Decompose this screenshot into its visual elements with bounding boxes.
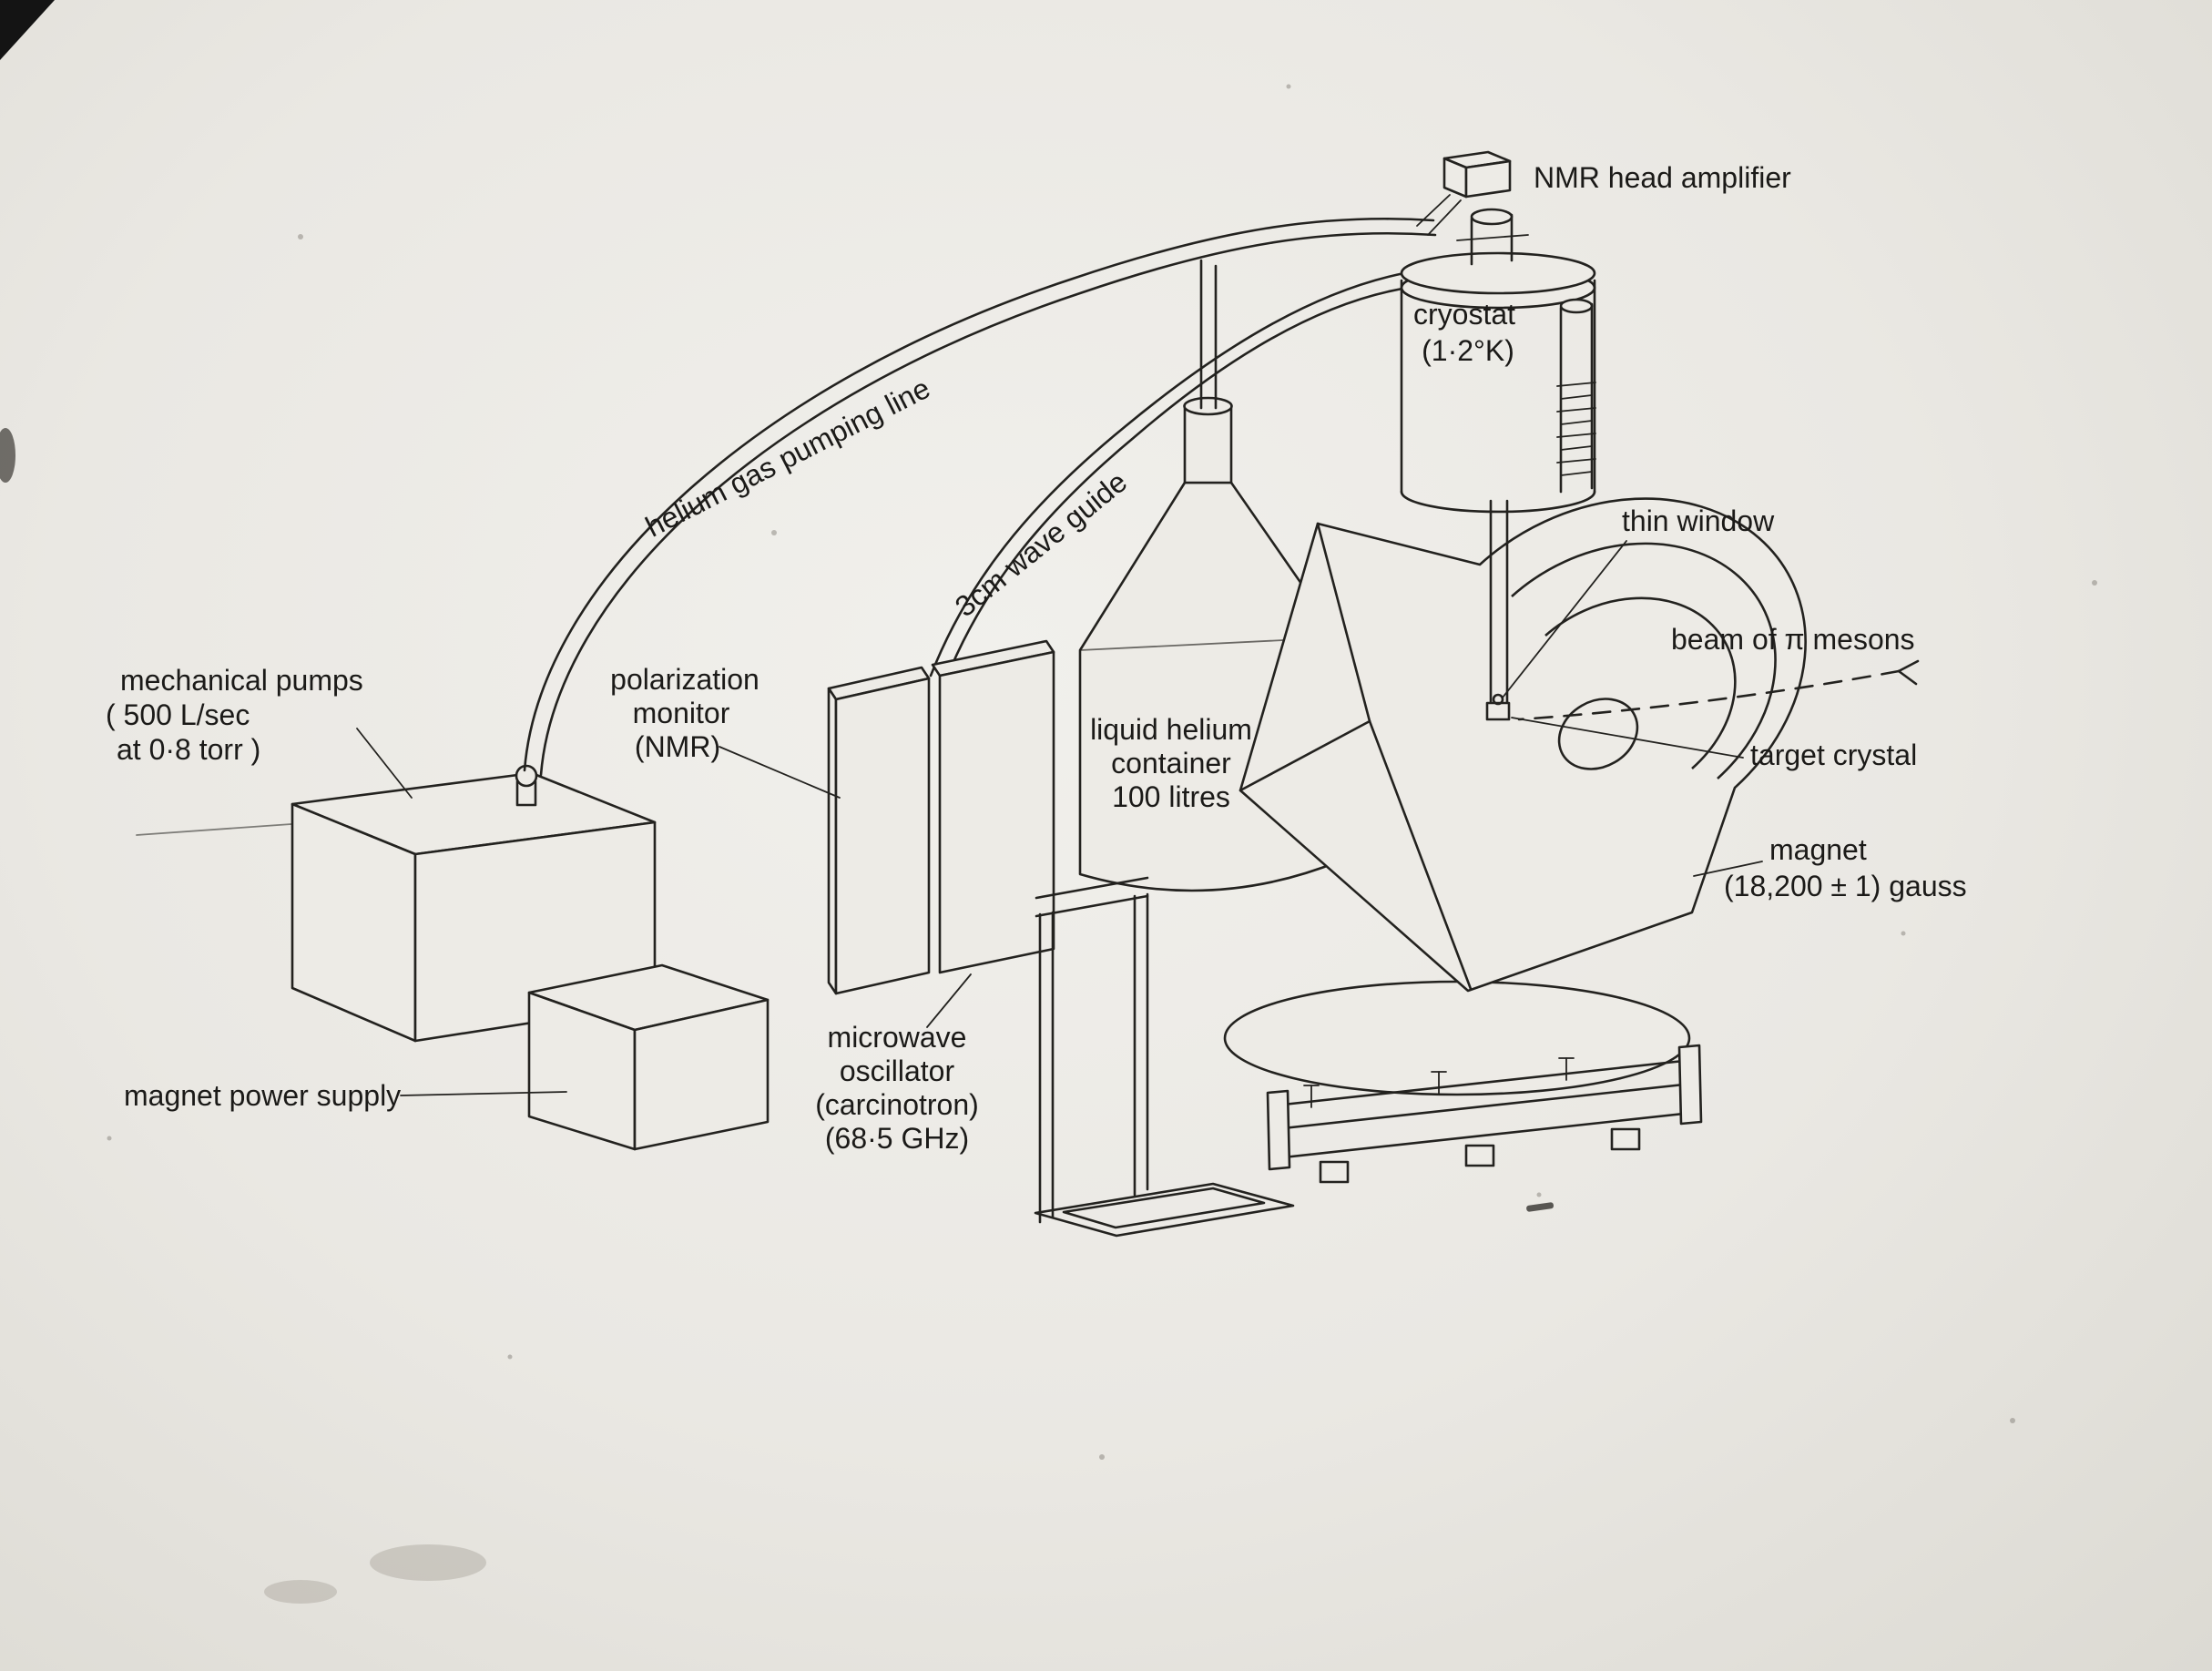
label-polarization-monitor-2: monitor (633, 697, 730, 729)
magnet-support-frame (1266, 1044, 1703, 1184)
beam-line (1517, 659, 1920, 721)
mechanical-pumps-box (136, 764, 657, 1043)
transfer-tube (1199, 259, 1218, 410)
cryostat-top-fittings (1456, 208, 1529, 266)
bottom-smudge-2 (264, 1580, 337, 1604)
amplifier-cable-2 (1427, 199, 1462, 236)
label-cryostat-temp: (1·2°K) (1422, 334, 1514, 367)
polarization-monitor-box (827, 666, 931, 995)
target-crystal-marker (1485, 701, 1511, 721)
label-lhe-container-2: container (1111, 747, 1231, 779)
leader-thin-window (1502, 540, 1627, 698)
cryostat-lid (1400, 251, 1596, 295)
container-neck (1183, 404, 1233, 484)
cryostat (1400, 208, 1596, 721)
leader-mechanical-pumps (356, 728, 413, 799)
ink-mark (1526, 1202, 1555, 1212)
leader-microwave-oscillator (926, 973, 972, 1028)
label-nmr-head-amplifier: NMR head amplifier (1534, 161, 1791, 194)
label-microwave-oscillator-2: oscillator (840, 1055, 955, 1087)
label-microwave-oscillator-4: (68·5 GHz) (825, 1122, 969, 1155)
photo-corner-mark (0, 0, 55, 60)
leader-polarization-monitor (719, 746, 841, 799)
label-lhe-container-3: 100 litres (1112, 780, 1230, 813)
helium-pumping-pipe (523, 217, 1437, 777)
leader-magnet (1693, 861, 1763, 877)
leader-lines (356, 540, 1763, 1096)
label-magnet-power-supply: magnet power supply (124, 1079, 401, 1112)
label-polarization-monitor: polarization (610, 663, 759, 696)
label-magnet-field: (18,200 ± 1) gauss (1724, 870, 1967, 902)
pump-outlet-valve (515, 764, 538, 807)
beam-arrowhead (1897, 659, 1920, 686)
microwave-oscillator-box (931, 639, 1055, 974)
label-thin-window: thin window (1622, 504, 1775, 537)
nmr-head-amplifier-box (1416, 150, 1512, 236)
photo-artifacts (0, 0, 2097, 1604)
label-mechanical-pumps-3: at 0·8 torr ) (117, 733, 260, 766)
label-beam: beam of π mesons (1671, 623, 1915, 656)
stray-line (136, 823, 292, 836)
magnet-base-disc (1223, 980, 1691, 1096)
label-lhe-container: liquid helium (1090, 713, 1252, 746)
label-wave-guide: 3cm wave guide (949, 465, 1133, 623)
edge-smudge (0, 428, 15, 483)
leader-target-crystal (1511, 717, 1744, 759)
yoke-edges (1239, 522, 1473, 991)
label-magnet: magnet (1769, 833, 1867, 866)
label-mechanical-pumps-2: ( 500 L/sec (106, 698, 250, 731)
magnet-coil (1511, 542, 1777, 779)
leader-magnet-power-supply (400, 1091, 567, 1096)
label-microwave-oscillator-3: (carcinotron) (815, 1088, 979, 1121)
label-mechanical-pumps: mechanical pumps (120, 664, 363, 697)
bellows-tube (1556, 298, 1596, 494)
label-target-crystal: target crystal (1750, 739, 1917, 771)
frame-bolts (1303, 1057, 1641, 1184)
magnet-power-supply-box (527, 963, 770, 1151)
magnet-yoke (1239, 497, 1807, 993)
label-helium-pumping-line: helium gas pumping line (640, 372, 935, 544)
cryostat-tail-tube (1489, 499, 1509, 708)
thin-window-marker (1492, 693, 1504, 706)
label-polarization-monitor-3: (NMR) (635, 730, 720, 763)
wave-guide-pipe (929, 271, 1410, 683)
amplifier-cable (1416, 194, 1451, 227)
label-microwave-oscillator: microwave (828, 1021, 967, 1054)
magnet-assembly (1223, 497, 1807, 1184)
label-cryostat: cryostat (1413, 298, 1515, 331)
bottom-smudge (370, 1544, 486, 1581)
container-stand (1034, 876, 1295, 1238)
